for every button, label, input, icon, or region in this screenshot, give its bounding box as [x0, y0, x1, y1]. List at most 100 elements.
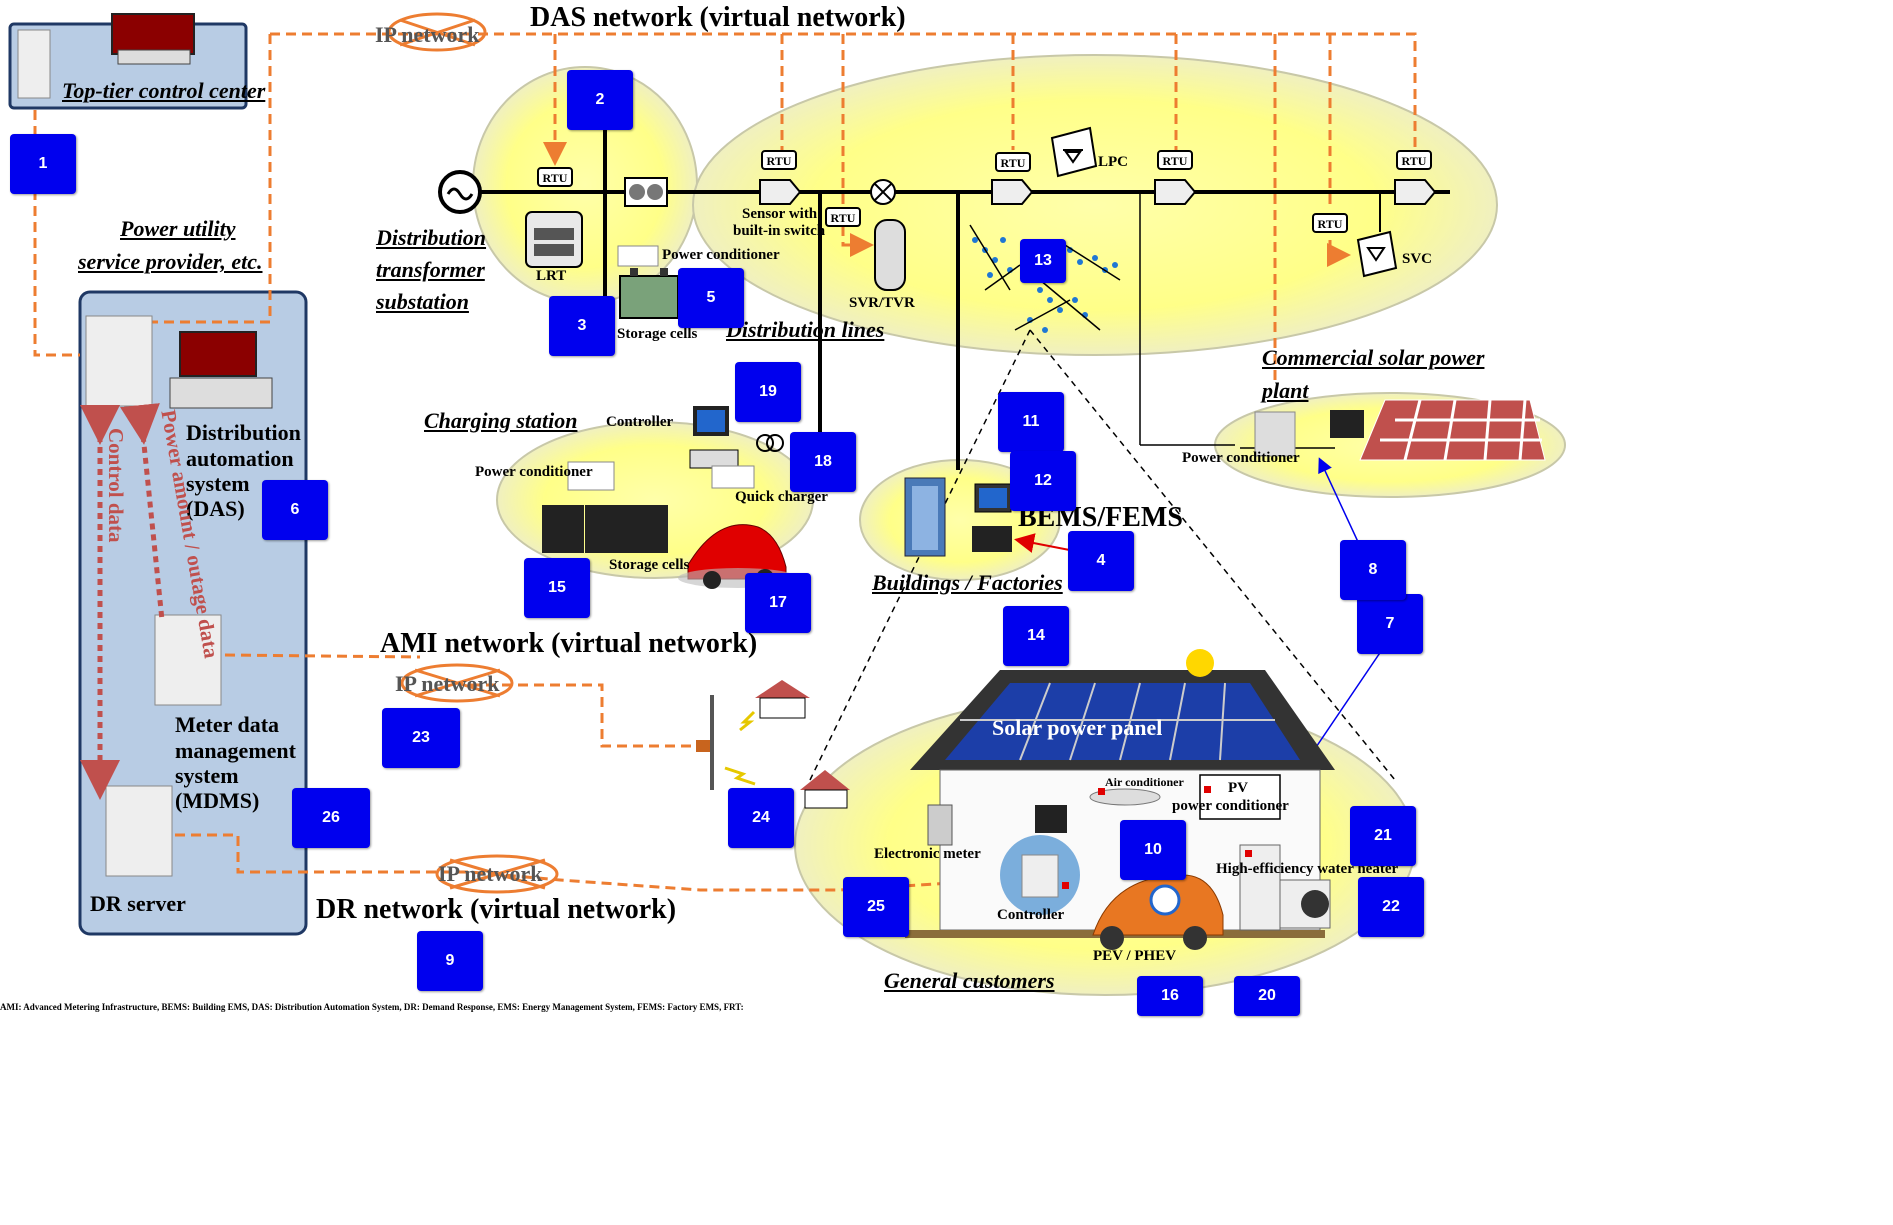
ip-network-label: IP network	[395, 671, 500, 696]
dr-network-line	[175, 833, 1001, 892]
storage-cells-label: Storage cells	[609, 557, 690, 573]
badge-13: 13	[1020, 239, 1066, 283]
das-network-title: DAS network (virtual network)	[530, 2, 906, 33]
circuit-breaker-icon	[624, 177, 668, 207]
rtu-label: RTU	[1402, 154, 1427, 168]
power-utility-label-1: Power utility	[120, 216, 236, 241]
substation-label-2: transformer	[376, 257, 485, 282]
lpc-label: LPC	[1098, 154, 1128, 170]
ami-network-line	[224, 653, 700, 748]
solar-panel-label: Solar power panel	[992, 715, 1163, 740]
badge-19: 19	[735, 362, 801, 422]
distribution-lines-label: Distribution lines	[726, 317, 885, 342]
das-network-lines	[33, 32, 1417, 380]
badge-12: 12	[1010, 451, 1076, 511]
svc-label: SVC	[1402, 251, 1433, 267]
badge-1: 1	[10, 134, 76, 194]
solar-plant-label-1: Commercial solar power	[1262, 345, 1485, 370]
das-label-1: Distribution	[186, 420, 301, 445]
badge-17: 17	[745, 573, 811, 633]
power-conditioner-label: Power conditioner	[662, 247, 780, 263]
badge-22: 22	[1358, 877, 1424, 937]
storage-cells-label: Storage cells	[617, 326, 698, 342]
badge-7: 7	[1357, 594, 1423, 654]
badge-24: 24	[728, 788, 794, 848]
footnote: AMI: Advanced Metering Infrastructure, B…	[0, 1002, 744, 1012]
mdms-label-4: (MDMS)	[175, 788, 260, 813]
badge-4: 4	[1068, 531, 1134, 591]
top-tier-label: Top-tier control center	[62, 78, 266, 103]
diagram-graphics: RTU RTU RTU RTU RTU RTU RTU	[8, 12, 1566, 996]
ami-network-title: AMI network (virtual network)	[380, 628, 758, 659]
rtu-label: RTU	[543, 171, 568, 185]
quick-charger-label: Quick charger	[735, 489, 828, 505]
pv-label: PV	[1228, 780, 1248, 796]
svc-icon	[1356, 192, 1398, 278]
zoom-lines	[809, 329, 1396, 781]
electronic-meter-label: Electronic meter	[874, 846, 981, 862]
lrt-label: LRT	[536, 268, 567, 284]
badge-6: 6	[262, 480, 328, 540]
mdms-label-2: management	[175, 738, 296, 763]
ami-pole-houses	[696, 680, 850, 809]
substation-label-3: substation	[376, 289, 469, 314]
badge-10: 10	[1120, 820, 1186, 880]
badge-26: 26	[292, 788, 370, 848]
rtu-labels: RTU RTU RTU RTU RTU RTU RTU	[543, 154, 1427, 231]
badge-9: 9	[417, 931, 483, 991]
generator-icon	[438, 170, 482, 214]
power-conditioner-label: Power conditioner	[475, 464, 593, 480]
controller-label: Controller	[997, 907, 1065, 923]
badge-21: 21	[1350, 806, 1416, 866]
ip-network-label: IP network	[375, 22, 480, 47]
power-conditioner-label: Power conditioner	[1182, 450, 1300, 466]
controller-label: Controller	[606, 414, 674, 430]
das-label-3: system	[186, 471, 250, 496]
solar-plant-label-2: plant	[1262, 378, 1309, 403]
rtu-boxes	[537, 150, 1432, 233]
badge-25: 25	[843, 877, 909, 937]
rtu-label: RTU	[831, 211, 856, 225]
substation-label-1: Distribution	[376, 225, 487, 250]
ip-network-label: IP network	[438, 861, 543, 886]
badge-3: 3	[549, 296, 615, 356]
building-icon	[904, 477, 1012, 557]
diagram-canvas: RTU RTU RTU RTU RTU RTU RTU DAS network …	[0, 2, 1566, 1016]
badge-14: 14	[1003, 606, 1069, 666]
das-label-2: automation	[186, 446, 294, 471]
power-utility-label-2: service provider, etc.	[78, 249, 263, 274]
svr-tvr-label: SVR/TVR	[849, 295, 915, 311]
solar-plant-icons	[1254, 399, 1546, 461]
substation-storage-icon	[617, 245, 679, 319]
control-flow-arrows	[80, 403, 165, 800]
general-customers-label: General customers	[884, 968, 1055, 993]
sensor-switch-icons	[759, 179, 1437, 205]
rtu-label: RTU	[1318, 217, 1343, 231]
rtu-label: RTU	[1001, 156, 1026, 170]
air-conditioner-label: Air conditioner	[1105, 775, 1184, 789]
badge-18: 18	[790, 432, 856, 492]
das-label-4: (DAS)	[186, 496, 245, 521]
control-data-label: Control data	[104, 428, 128, 543]
pev-phev-label: PEV / PHEV	[1093, 948, 1177, 964]
badge-15: 15	[524, 558, 590, 618]
buildings-label: Buildings / Factories	[872, 570, 1063, 595]
rtu-label: RTU	[767, 154, 792, 168]
badge-20: 20	[1234, 976, 1300, 1016]
badge-23: 23	[382, 708, 460, 768]
badge-16: 16	[1137, 976, 1203, 1016]
badge-11: 11	[998, 392, 1064, 452]
rtu-label: RTU	[1163, 154, 1188, 168]
sensor-label-2: built-in switch	[733, 223, 826, 239]
badge-8: 8	[1340, 540, 1406, 600]
dr-network-title: DR network (virtual network)	[316, 894, 677, 925]
badge-2: 2	[567, 70, 633, 130]
sensor-label-1: Sensor with	[742, 206, 818, 222]
pv-power-conditioner-label: power conditioner	[1172, 798, 1289, 814]
lpc-icon	[1050, 126, 1098, 178]
distribution-lines-area	[692, 54, 1498, 356]
ip-network-marks	[387, 12, 559, 894]
charging-station-label: Charging station	[424, 408, 578, 433]
server-icons	[17, 13, 273, 877]
badge-5: 5	[678, 268, 744, 328]
